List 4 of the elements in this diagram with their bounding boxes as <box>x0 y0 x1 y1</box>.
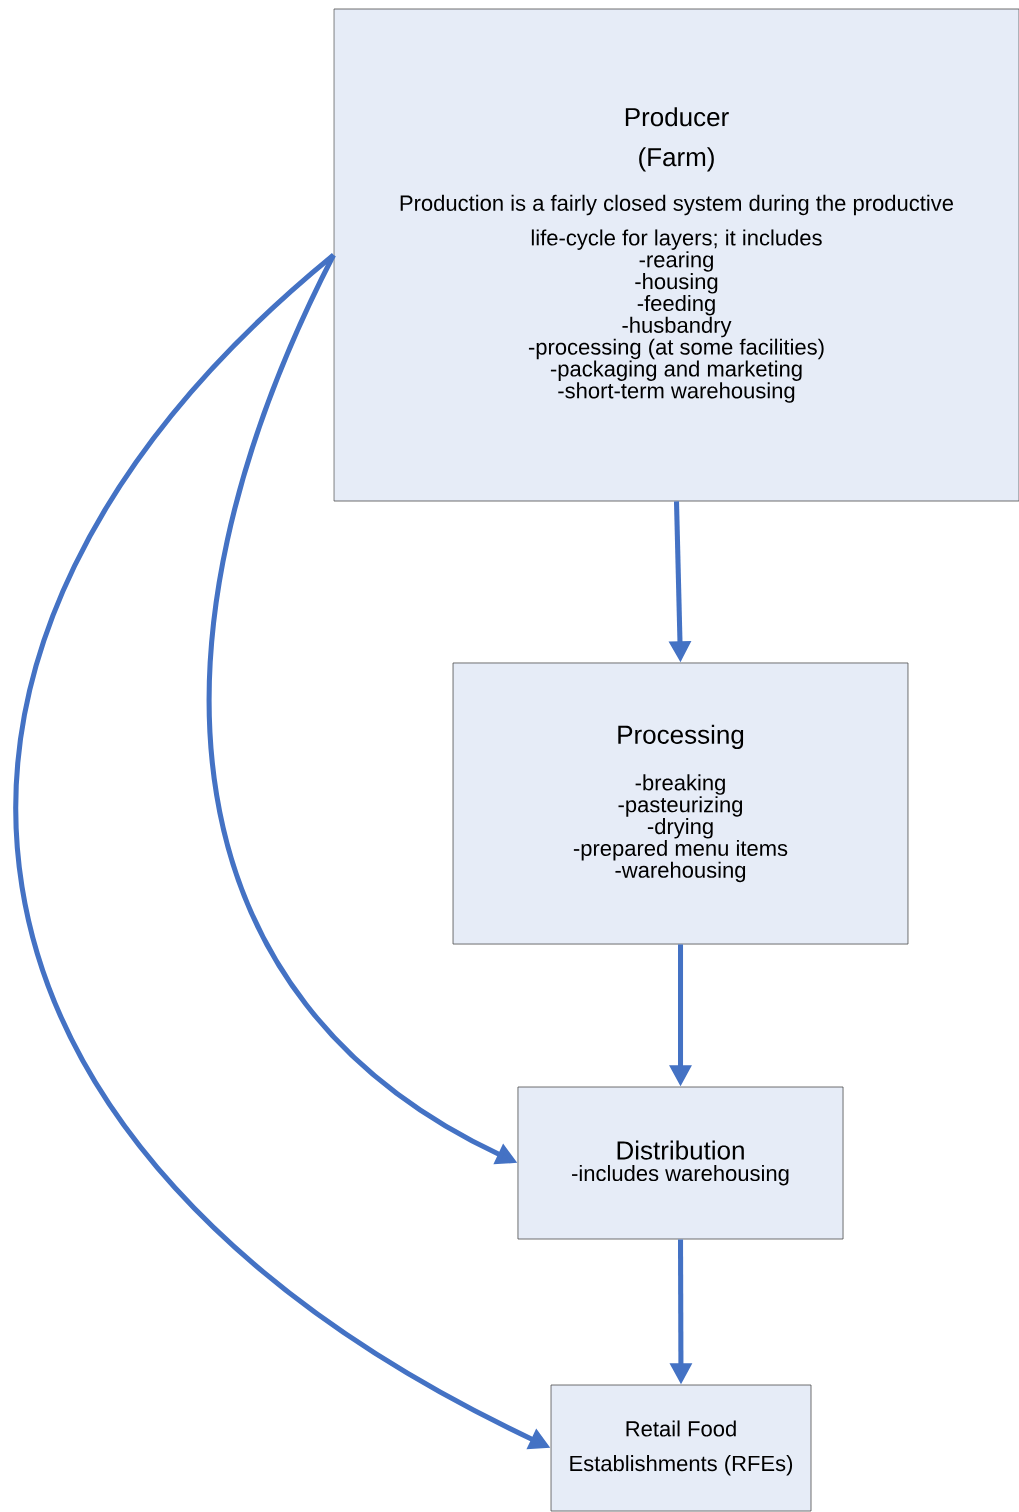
process-box: Producer (Farm) Production is a fairly closed system during the productive life-cycle for layers; it includes -rearing -housing -feeding -husbandry -processing (at some facilities) -packaging and marketing -short-term warehousing <box>333 8 1019 502</box>
process-box: Retail Food Establishments (RFEs) <box>550 1384 812 1512</box>
process-box: Distribution -includes warehousing <box>517 1086 844 1240</box>
process-box: Processing -breaking -pasteurizing -drying -prepared menu items -warehousing <box>452 662 909 945</box>
